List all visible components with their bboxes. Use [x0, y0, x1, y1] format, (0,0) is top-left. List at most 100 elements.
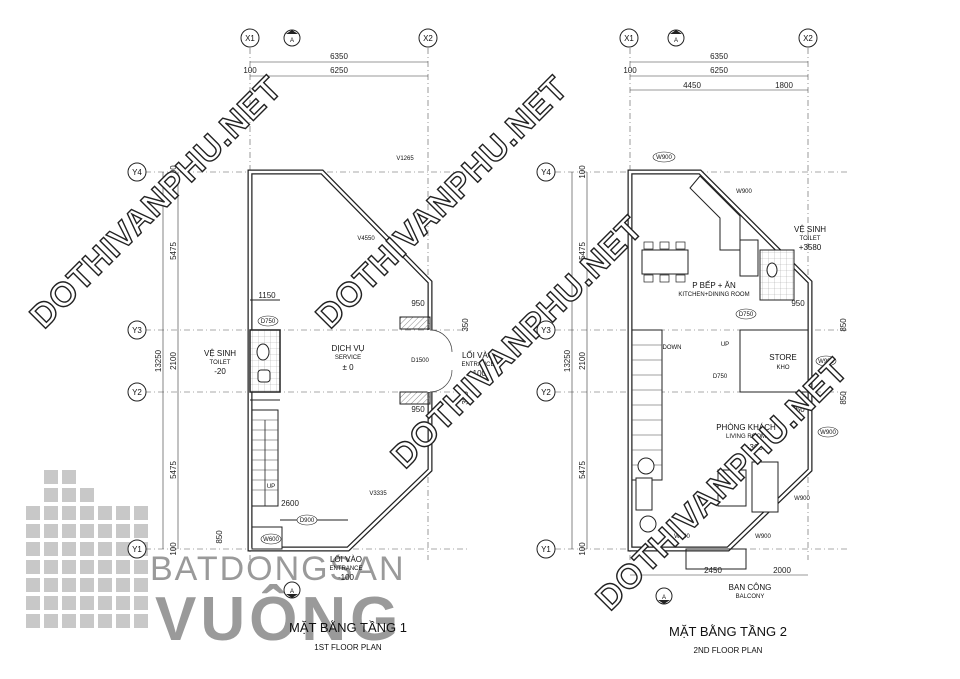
dim2-850-b: 850 [839, 391, 848, 405]
brand-line-2: VUÔNG [155, 585, 402, 654]
tag2-d750-b: D750 [713, 374, 728, 380]
tag-d900: D900 [300, 518, 315, 524]
dim2-top-total: 6350 [710, 52, 728, 61]
dim2-top-offset: 100 [623, 66, 637, 75]
grid2-y2-label: Y2 [541, 388, 551, 397]
room-toilet-sub: TOILET [210, 360, 231, 366]
section2-marker-bottom: A [662, 595, 666, 601]
plan2-walls [627, 169, 813, 570]
room-toilet2-sub: TOILET [800, 236, 821, 242]
dim2-top-1800: 1800 [775, 81, 793, 90]
section2-marker-top: A [674, 38, 678, 44]
section-marker-top: A [290, 38, 294, 44]
plan2-grid-bubbles: X1 X2 Y4 Y3 Y2 Y1 A A [536, 28, 818, 605]
room-living-sub: LIVING ROOM [726, 434, 766, 440]
tag-d750: D750 [261, 319, 276, 325]
grid-y2-label: Y2 [132, 388, 142, 397]
dim-top-total: 6350 [330, 52, 348, 61]
plan1-dims-left: 100 5475 13250 2100 5475 100 [154, 165, 179, 556]
grid2-x2-label: X2 [803, 34, 813, 43]
dim2-850-a: 850 [839, 318, 848, 332]
tag-v3335: V3335 [369, 491, 387, 497]
dim-350-top: 350 [461, 318, 470, 332]
brand-logo: BATDONGSAN VUÔNG [26, 470, 406, 654]
room-entrance-bottom-sub: ENTRANCE [329, 566, 362, 572]
room-balcony-sub: BALCONY [736, 594, 765, 600]
grid2-y1-label: Y1 [541, 545, 551, 554]
plan1-grid-bubbles: X1 X2 Y4 Y3 Y2 Y1 A A [127, 28, 438, 599]
room-store-name: STORE [769, 353, 796, 362]
tag2-w900-f: W900 [674, 534, 690, 540]
floor-plan-2: X1 X2 Y4 Y3 Y2 Y1 A A 6350 100 6250 4450 [536, 28, 850, 655]
brand-line-1: BATDONGSAN [150, 550, 406, 588]
dim2-bottom-2000: 2000 [773, 566, 791, 575]
room-entrance-bottom-name: LỐI VÀO [330, 554, 362, 564]
tag2-w900-c: W900 [818, 359, 834, 365]
section-marker-bottom: A [290, 589, 294, 595]
grid2-y4-label: Y4 [541, 168, 551, 177]
tag2-w900-a: W900 [656, 155, 672, 161]
grid-y4-label: Y4 [132, 168, 142, 177]
tag2-w900-d: W900 [820, 430, 836, 436]
grid2-y3-label: Y3 [541, 326, 551, 335]
dim-left-c: 2100 [169, 352, 178, 370]
tag-v4550: V4550 [357, 236, 375, 242]
room-entrance-side-sub: ENTRANCE [461, 362, 494, 368]
plan2-dims-left: 100 5475 13250 2100 5475 100 [563, 165, 588, 556]
dim2-950-a: 950 [791, 299, 805, 308]
dim2-left-a: 100 [578, 165, 587, 179]
dim-950-top: 950 [411, 299, 425, 308]
room-living-name: PHÒNG KHÁCH [716, 423, 776, 432]
grid-y1-label: Y1 [132, 545, 142, 554]
dim-850: 850 [215, 530, 224, 544]
dim-1150: 1150 [258, 291, 276, 300]
room-toilet-name: VỆ SINH [204, 349, 236, 358]
plan1-subtitle: 1ST FLOOR PLAN [314, 643, 382, 652]
room-living-level: +3600 [745, 443, 768, 452]
tag-v1265: V1265 [396, 156, 414, 162]
plan2-labels: P BẾP + ĂN KITCHEN+DINING ROOM VỆ SINH T… [630, 151, 848, 600]
tag2-w900-g: W900 [755, 534, 771, 540]
room-service-sub: SERVICE [335, 355, 361, 361]
room-entrance-side-name: LỐI VÀO [462, 350, 494, 360]
tag2-w900-e: W900 [794, 496, 810, 502]
plan2-title: MẶT BẰNG TẦNG 2 [669, 624, 787, 639]
plan2-subtitle: 2ND FLOOR PLAN [694, 646, 763, 655]
dim2-left-d: 5475 [578, 461, 587, 479]
dim-950-bottom: 950 [411, 405, 425, 414]
plan1-dims-top: 6350 100 6250 [243, 52, 428, 77]
dim2-950-b: 950 [791, 405, 805, 414]
grid-x1-label: X1 [245, 34, 255, 43]
room-balcony-name: BAN CÔNG [729, 583, 772, 592]
tag2-w900-b: W900 [736, 189, 752, 195]
plan2-dims-top: 6350 100 6250 4450 1800 [623, 52, 808, 91]
dim2-left-e: 100 [578, 542, 587, 556]
room-service-name: DỊCH VỤ [332, 344, 365, 353]
dim-left-a: 100 [169, 165, 178, 179]
dim-left-d: 5475 [169, 461, 178, 479]
room-kitchen-sub: KITCHEN+DINING ROOM [678, 292, 749, 298]
plan1-title: MẶT BẰNG TẦNG 1 [289, 620, 407, 635]
stair2-down-label: DOWN [663, 345, 682, 351]
dim2-bottom-2450: 2450 [704, 566, 722, 575]
floor-plan-1: X1 X2 Y4 Y3 Y2 Y1 A A 6350 100 6250 [127, 28, 495, 652]
room-toilet2-name: VỆ SINH [794, 225, 826, 234]
stair-up-label: UP [267, 484, 275, 490]
dim-2600: 2600 [281, 499, 299, 508]
tag2-d750-a: D750 [739, 312, 754, 318]
dim-left-total: 13250 [154, 349, 163, 372]
dim2-top-4450: 4450 [683, 81, 701, 90]
watermark-3: DOTHIVANPHU.NET [384, 209, 651, 476]
dim-top-inner: 6250 [330, 66, 348, 75]
dim2-top-inner: 6250 [710, 66, 728, 75]
dim2-left-b: 5475 [578, 242, 587, 260]
room-entrance-side-level: -100 [470, 369, 487, 378]
brand-logo-blocks [26, 470, 148, 628]
room-kitchen-name: P BẾP + ĂN [692, 280, 736, 290]
dim2-left-c: 2100 [578, 352, 587, 370]
tag-d1500: D1500 [411, 358, 429, 364]
tag-w600: W600 [263, 537, 279, 543]
room-entrance-bottom-level: -100 [338, 573, 355, 582]
stair2-up-label: UP [721, 342, 729, 348]
